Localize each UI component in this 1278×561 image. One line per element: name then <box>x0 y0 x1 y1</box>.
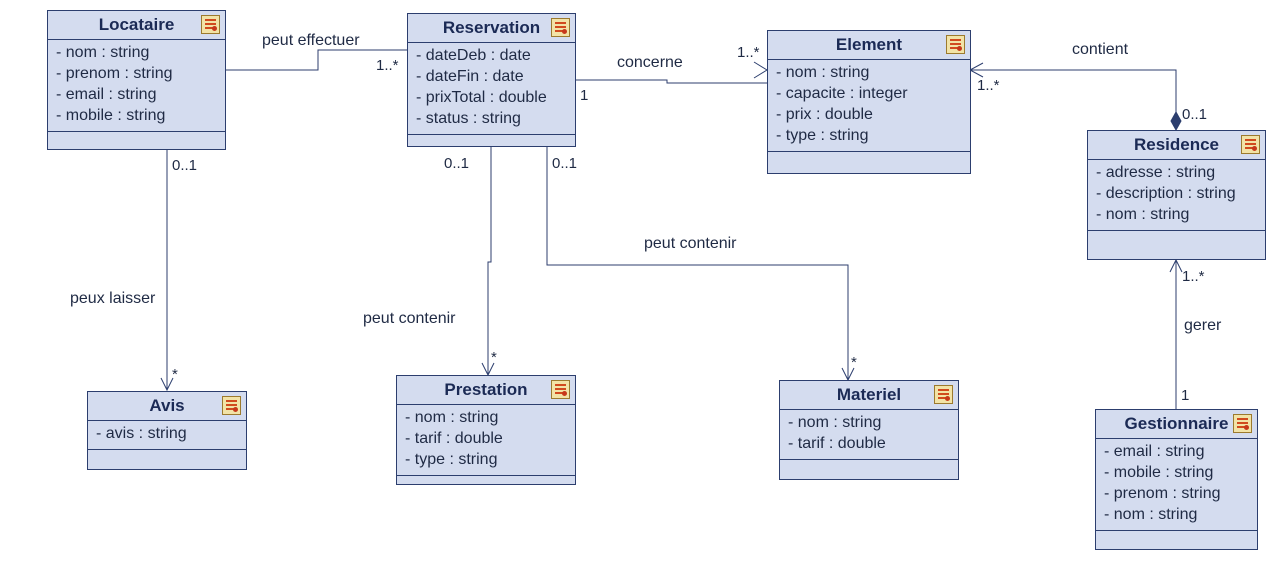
attribute: - prenom : string <box>56 65 173 82</box>
multiplicity: 0..1 <box>1182 106 1208 123</box>
class-avis[interactable]: Avis - avis : string <box>87 391 247 470</box>
attribute: - email : string <box>56 86 157 103</box>
operations-compartment <box>780 460 958 478</box>
multiplicity: 1..* <box>737 44 760 61</box>
attribute: - mobile : string <box>56 107 166 124</box>
java-class-icon <box>222 396 241 415</box>
attribute: - nom : string <box>788 414 882 431</box>
multiplicity: 1..* <box>1182 268 1205 285</box>
attribute: - prixTotal : double <box>416 89 547 106</box>
attribute: - dateDeb : date <box>416 47 531 64</box>
attribute: - email : string <box>1104 443 1205 460</box>
attribute: - adresse : string <box>1096 164 1216 181</box>
java-class-icon <box>1241 135 1260 154</box>
java-class-icon <box>1233 414 1252 433</box>
link-reservation-prestation <box>487 146 492 375</box>
attribute: - nom : string <box>405 409 499 426</box>
class-materiel[interactable]: Materiel - nom : string - tarif : double <box>779 380 959 480</box>
class-title: Gestionnaire <box>1096 410 1257 439</box>
operations-compartment <box>768 152 970 170</box>
attribute: - dateFin : date <box>416 68 524 85</box>
multiplicity: 1..* <box>376 57 399 74</box>
attribute: - nom : string <box>1096 206 1190 223</box>
multiplicity: * <box>851 354 857 371</box>
java-class-icon <box>946 35 965 54</box>
assoc-label-contient: contient <box>1072 41 1129 58</box>
link-reservation-element-arrow <box>753 61 768 79</box>
attribute: - nom : string <box>776 64 870 81</box>
class-prestation[interactable]: Prestation - nom : string - tarif : doub… <box>396 375 576 485</box>
assoc-label-gerer: gerer <box>1184 317 1222 334</box>
link-gestionnaire-residence-arrow <box>1169 258 1183 273</box>
multiplicity: * <box>491 349 497 366</box>
link-reservation-element <box>575 79 767 84</box>
class-element[interactable]: Element - nom : string - capacite : inte… <box>767 30 971 174</box>
java-class-icon <box>551 18 570 37</box>
class-title: Element <box>768 31 970 60</box>
multiplicity: 0..1 <box>444 155 470 172</box>
multiplicity: * <box>172 366 178 383</box>
attribute: - status : string <box>416 110 521 127</box>
operations-compartment <box>88 450 246 468</box>
class-reservation[interactable]: Reservation - dateDeb : date - dateFin :… <box>407 13 576 147</box>
attribute: - tarif : double <box>788 435 886 452</box>
composition-diamond <box>1170 110 1182 132</box>
assoc-label-concerne: concerne <box>617 54 683 71</box>
class-gestionnaire[interactable]: Gestionnaire - email : string - mobile :… <box>1095 409 1258 550</box>
assoc-label-peut-contenir-materiel: peut contenir <box>644 235 737 252</box>
attribute: - capacite : integer <box>776 85 908 102</box>
java-class-icon <box>551 380 570 399</box>
assoc-label-peut-effectuer: peut effectuer <box>262 32 360 49</box>
multiplicity: 0..1 <box>552 155 578 172</box>
multiplicity: 1 <box>580 87 589 104</box>
operations-compartment <box>397 476 575 494</box>
operations-compartment <box>48 132 225 150</box>
attribute: - prenom : string <box>1104 485 1221 502</box>
java-class-icon <box>934 385 953 404</box>
attribute: - description : string <box>1096 185 1236 202</box>
class-title: Materiel <box>780 381 958 410</box>
multiplicity: 0..1 <box>172 157 198 174</box>
class-title: Prestation <box>397 376 575 405</box>
attribute: - type : string <box>776 127 869 144</box>
class-locataire[interactable]: Locataire - nom : string - prenom : stri… <box>47 10 226 150</box>
class-title: Residence <box>1088 131 1265 160</box>
operations-compartment <box>408 135 575 153</box>
class-title: Reservation <box>408 14 575 43</box>
java-class-icon <box>201 15 220 34</box>
link-residence-element <box>970 69 1177 120</box>
class-title: Avis <box>88 392 246 421</box>
link-locataire-avis-arrow <box>160 377 174 392</box>
assoc-label-peux-laisser: peux laisser <box>70 290 156 307</box>
attribute: - mobile : string <box>1104 464 1214 481</box>
attribute: - tarif : double <box>405 430 503 447</box>
attribute: - type : string <box>405 451 498 468</box>
attribute: - nom : string <box>56 44 150 61</box>
multiplicity: 1..* <box>977 77 1000 94</box>
link-locataire-reservation <box>226 49 407 71</box>
attribute: - nom : string <box>1104 506 1198 523</box>
link-reservation-materiel <box>546 146 849 380</box>
class-title: Locataire <box>48 11 225 40</box>
operations-compartment <box>1096 531 1257 549</box>
class-residence[interactable]: Residence - adresse : string - descripti… <box>1087 130 1266 260</box>
attribute: - prix : double <box>776 106 873 123</box>
operations-compartment <box>1088 231 1265 249</box>
multiplicity: 1 <box>1181 387 1190 404</box>
attribute: - avis : string <box>96 425 187 442</box>
assoc-label-peut-contenir-prestation: peut contenir <box>363 310 456 327</box>
